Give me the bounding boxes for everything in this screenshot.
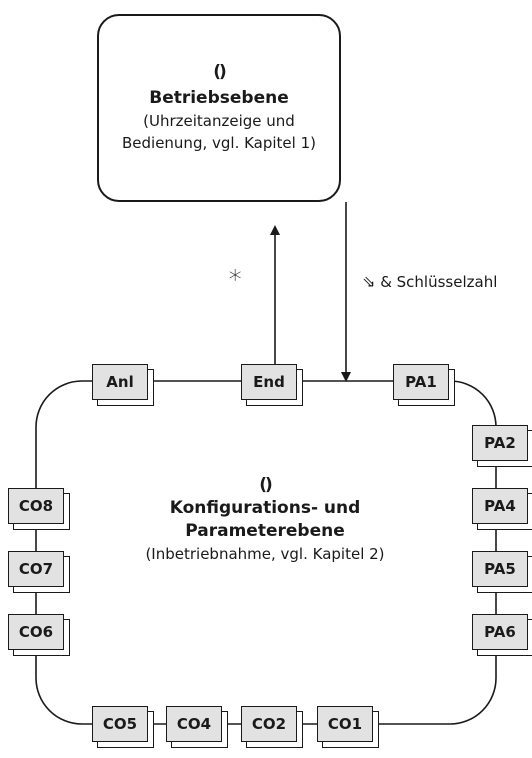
node-pa2[interactable]: PA2	[472, 425, 532, 467]
node-co6[interactable]: CO6	[8, 614, 70, 656]
node-co4[interactable]: CO4	[166, 706, 228, 748]
node-pa4[interactable]: PA4	[472, 488, 532, 530]
betriebsebene-title: Betriebsebene	[149, 88, 289, 108]
betriebsebene-desc-line2: Bedienung, vgl. Kapitel 1)	[121, 134, 316, 152]
node-co5[interactable]: CO5	[92, 706, 154, 748]
key-arrow-icon: ⇘	[362, 272, 376, 291]
node-pa5-label: PA5	[472, 551, 528, 587]
node-co7-label: CO7	[8, 551, 64, 587]
node-co1-label: CO1	[317, 706, 373, 742]
cycle-icon: ()	[213, 62, 227, 82]
star-icon: ∗	[227, 260, 244, 290]
node-anl[interactable]: Anl	[92, 364, 154, 406]
node-end[interactable]: End	[241, 364, 303, 406]
node-co6-label: CO6	[8, 614, 64, 650]
node-co4-label: CO4	[166, 706, 222, 742]
config-level-title-line2: Parameterebene	[185, 521, 345, 541]
node-co8[interactable]: CO8	[8, 488, 70, 530]
betriebsebene-desc-line1: (Uhrzeitanzeige und	[143, 112, 295, 130]
betriebsebene-text: () Betriebsebene (Uhrzeitanzeige und Bed…	[97, 62, 341, 154]
node-pa6[interactable]: PA6	[472, 614, 532, 656]
node-pa4-label: PA4	[472, 488, 528, 524]
node-co5-label: CO5	[92, 706, 148, 742]
node-co7[interactable]: CO7	[8, 551, 70, 593]
node-pa1-label: PA1	[393, 364, 449, 400]
config-level-title-line1: Konfigurations- und	[169, 498, 361, 518]
node-anl-label: Anl	[92, 364, 148, 400]
config-level-text: () Konfigurations- und Parameterebene (I…	[120, 475, 410, 565]
node-co1[interactable]: CO1	[317, 706, 379, 748]
betriebsebene-box	[97, 14, 341, 202]
node-co2-label: CO2	[241, 706, 297, 742]
config-ring-line	[35, 380, 497, 725]
cycle-icon: ()	[259, 475, 273, 495]
node-pa5[interactable]: PA5	[472, 551, 532, 593]
node-pa6-label: PA6	[472, 614, 528, 650]
node-co2[interactable]: CO2	[241, 706, 303, 748]
key-label: ⇘ & Schlüsselzahl	[362, 272, 497, 291]
node-end-label: End	[241, 364, 297, 400]
node-pa2-label: PA2	[472, 425, 528, 461]
key-label-text: & Schlüsselzahl	[380, 273, 498, 291]
node-pa1[interactable]: PA1	[393, 364, 455, 406]
config-level-desc: (Inbetriebnahme, vgl. Kapitel 2)	[145, 545, 385, 563]
node-co8-label: CO8	[8, 488, 64, 524]
